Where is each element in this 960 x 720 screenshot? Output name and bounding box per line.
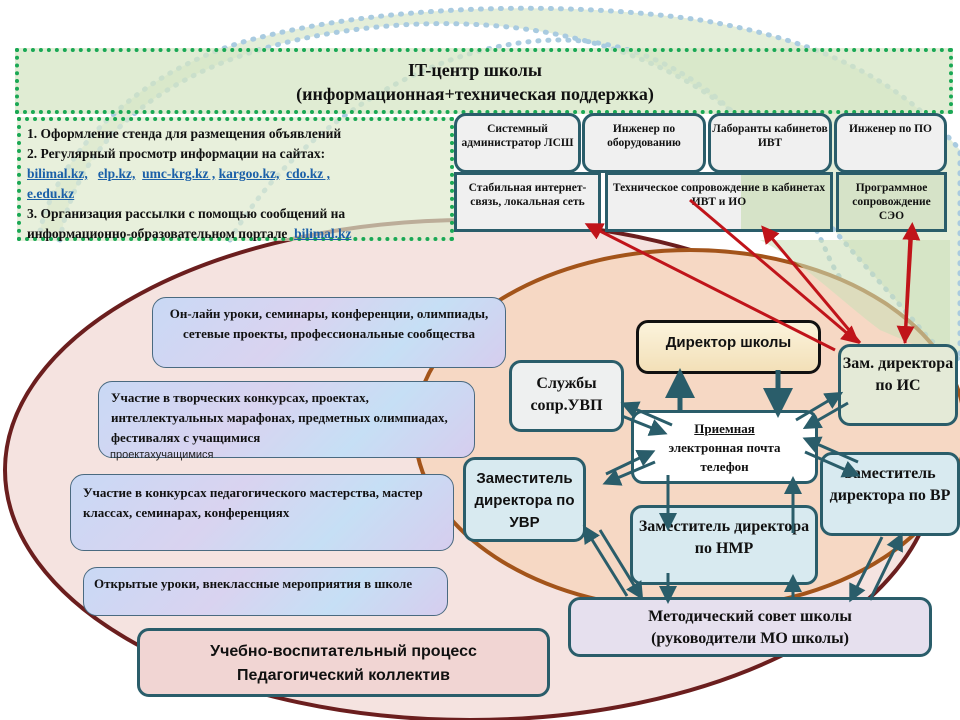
support-services-box: Службы сопр.УВП (509, 360, 624, 432)
it-center-title-line1: IT-центр школы (408, 60, 542, 80)
site-link[interactable]: kargoo.kz, (218, 166, 280, 181)
director-box: Директор школы (636, 320, 821, 374)
reception-email: электронная почта (668, 440, 781, 455)
council-line1: Методический совет школы (648, 608, 852, 625)
service-internet: Стабильная интернет-связь, локальная сет… (454, 172, 601, 232)
activity-online: Он-лайн уроки, семинары, конференции, ол… (152, 297, 506, 368)
site-link[interactable]: e.edu.kz (27, 186, 75, 201)
role-sysadmin: Системный администратор ЛСШ (454, 113, 581, 173)
info-tasks-box: 1. Оформление стенда для размещения объя… (17, 117, 454, 241)
role-software-engineer: Инженер по ПО (834, 113, 947, 173)
site-link[interactable]: cdo.kz , (286, 166, 331, 181)
council-line2: (руководители МО школы) (651, 630, 849, 647)
site-links: bilimal.kz, elp.kz, umc-krg.kz , kargoo.… (27, 164, 444, 204)
deputy-uvr-box: Заместитель директора по УВР (463, 457, 586, 542)
service-software-support: Программное сопровождение СЭО (836, 172, 947, 232)
activity-creative-contests: Участие в творческих конкурсах, проектах… (98, 381, 475, 458)
activity-open-lessons: Открытые уроки, внеклассные мероприятия … (83, 567, 448, 616)
it-center-banner (15, 48, 953, 114)
service-tech-support: Техническое сопровождение в кабинетах ИВ… (605, 172, 833, 232)
role-hardware-engineer: Инженер по оборудованию (582, 113, 706, 173)
educational-process-box: Учебно-воспитательный процесс Педагогиче… (137, 628, 550, 697)
role-lab-assistants: Лаборанты кабинетов ИВТ (708, 113, 832, 173)
it-center-title: IT-центр школы (информационная+техническ… (250, 58, 700, 106)
portal-link[interactable]: bilimal.kz (294, 226, 352, 241)
reception-title: Приемная (694, 421, 755, 436)
deputy-is-box: Зам. директора по ИС (838, 344, 958, 426)
task-item-1: 1. Оформление стенда для размещения объя… (27, 126, 342, 141)
site-link[interactable]: elp.kz, (97, 166, 136, 181)
activity-overflow-text: проектахучащимися (110, 449, 214, 461)
process-line1: Учебно-воспитательный процесс (210, 643, 477, 660)
task-item-2: 2. Регулярный просмотр информации на сай… (27, 146, 326, 161)
reception-box: Приемная электронная почта телефон (631, 410, 818, 484)
activity-teacher-contests: Участие в конкурсах педагогического маст… (70, 474, 454, 551)
methodical-council-box: Методический совет школы (руководители М… (568, 597, 932, 657)
task-item-3: 3. Организация рассылки с помощью сообще… (27, 206, 352, 241)
site-link[interactable]: umc-krg.kz , (142, 166, 216, 181)
it-center-title-line2: (информационная+техническая поддержка) (296, 84, 654, 104)
deputy-nmr-box: Заместитель директора по НМР (630, 505, 818, 585)
site-link[interactable]: bilimal.kz, (27, 166, 88, 181)
reception-phone: телефон (700, 459, 749, 474)
process-line2: Педагогический коллектив (237, 667, 450, 684)
deputy-vr-box: Заместитель директора по ВР (820, 452, 960, 536)
